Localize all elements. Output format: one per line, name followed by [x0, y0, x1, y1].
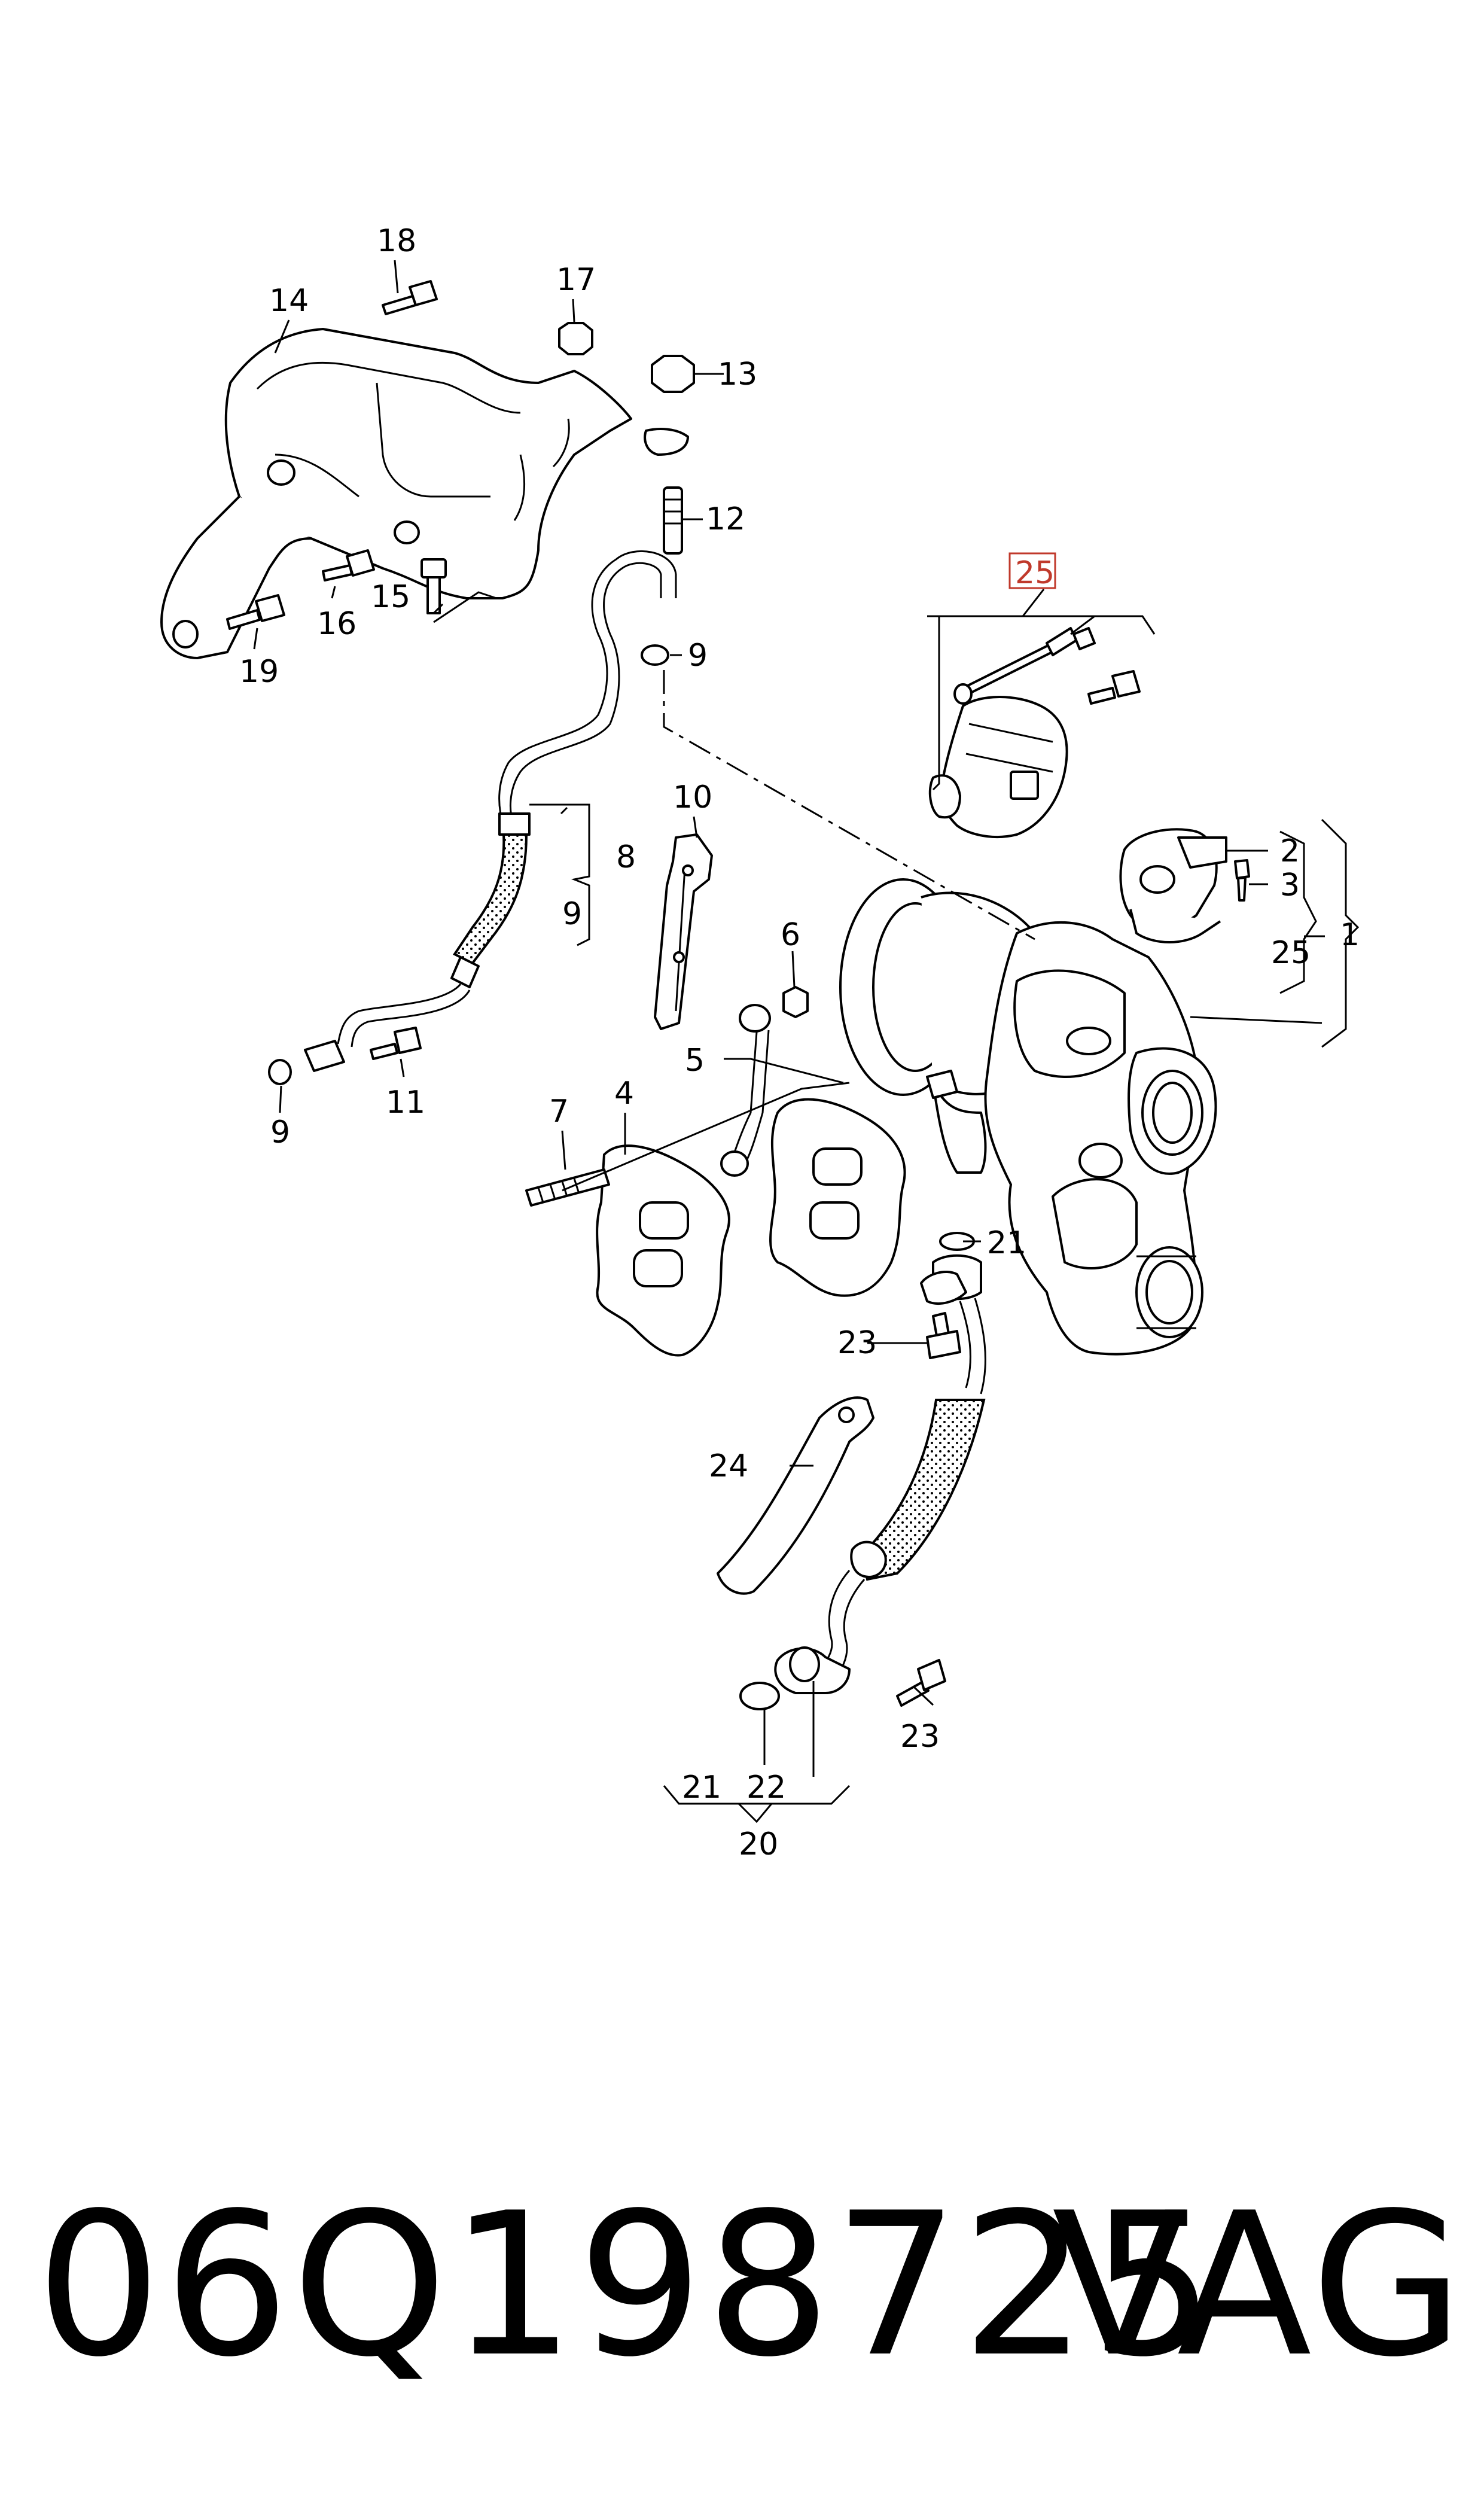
support-rod: [720, 986, 809, 1177]
part-number: 06Q198725: [36, 2170, 1218, 2400]
oil-return-line: [717, 1232, 986, 1710]
callout-10: 10: [673, 780, 712, 815]
callout-24: 24: [709, 1448, 748, 1484]
callout-9-left: 9: [562, 896, 582, 932]
fasteners: [226, 280, 695, 630]
callout-23-lower: 23: [900, 1719, 940, 1755]
callout-16: 16: [317, 606, 356, 642]
oil-supply-line: [268, 550, 677, 1085]
callout-7: 7: [549, 1094, 569, 1129]
repair-kit-parts: [928, 627, 1141, 839]
callout-15: 15: [371, 579, 410, 615]
callout-9-bottom: 9: [270, 1115, 290, 1150]
callout-18: 18: [377, 223, 416, 259]
callout-17: 17: [556, 262, 596, 298]
highlight-box-25: [1008, 552, 1056, 589]
heat-shield: [160, 328, 689, 659]
callout-21-lower: 21: [682, 1770, 721, 1805]
callout-5: 5: [685, 1043, 705, 1079]
callout-6: 6: [781, 917, 800, 953]
callout-labels: 14 18 17 13 12 16 15 19 9 8 9 10 6 5 9 1…: [239, 223, 1360, 1862]
callout-25-highlighted: 25: [1015, 555, 1055, 591]
callout-4: 4: [614, 1076, 634, 1112]
bracket: [654, 833, 713, 1030]
callout-19: 19: [239, 654, 279, 690]
callout-25-right: 25: [1271, 935, 1311, 971]
callout-12: 12: [706, 501, 745, 537]
footer: 06Q198725 VAG: [0, 2166, 1484, 2405]
callout-20: 20: [739, 1826, 778, 1862]
assembly-line: [663, 670, 1035, 940]
callout-14: 14: [269, 283, 309, 319]
callout-8: 8: [616, 839, 636, 875]
callout-21-upper: 21: [987, 1225, 1026, 1261]
exploded-parts-diagram: 14 18 17 13 12 16 15 19 9 8 9 10 6 5 9 1…: [160, 223, 1360, 1862]
brand-name: VAG: [1052, 2170, 1466, 2400]
callout-3: 3: [1280, 867, 1300, 903]
callout-9-top: 9: [688, 638, 708, 674]
callout-13: 13: [718, 357, 757, 392]
callout-22: 22: [746, 1770, 786, 1805]
callout-1: 1: [1340, 917, 1360, 953]
callout-2: 2: [1280, 833, 1300, 869]
turbocharger: [839, 828, 1250, 1356]
gaskets: [525, 1098, 906, 1357]
callout-23-upper: 23: [837, 1325, 877, 1361]
leader-lines: [253, 260, 1360, 1823]
callout-11: 11: [386, 1085, 425, 1121]
